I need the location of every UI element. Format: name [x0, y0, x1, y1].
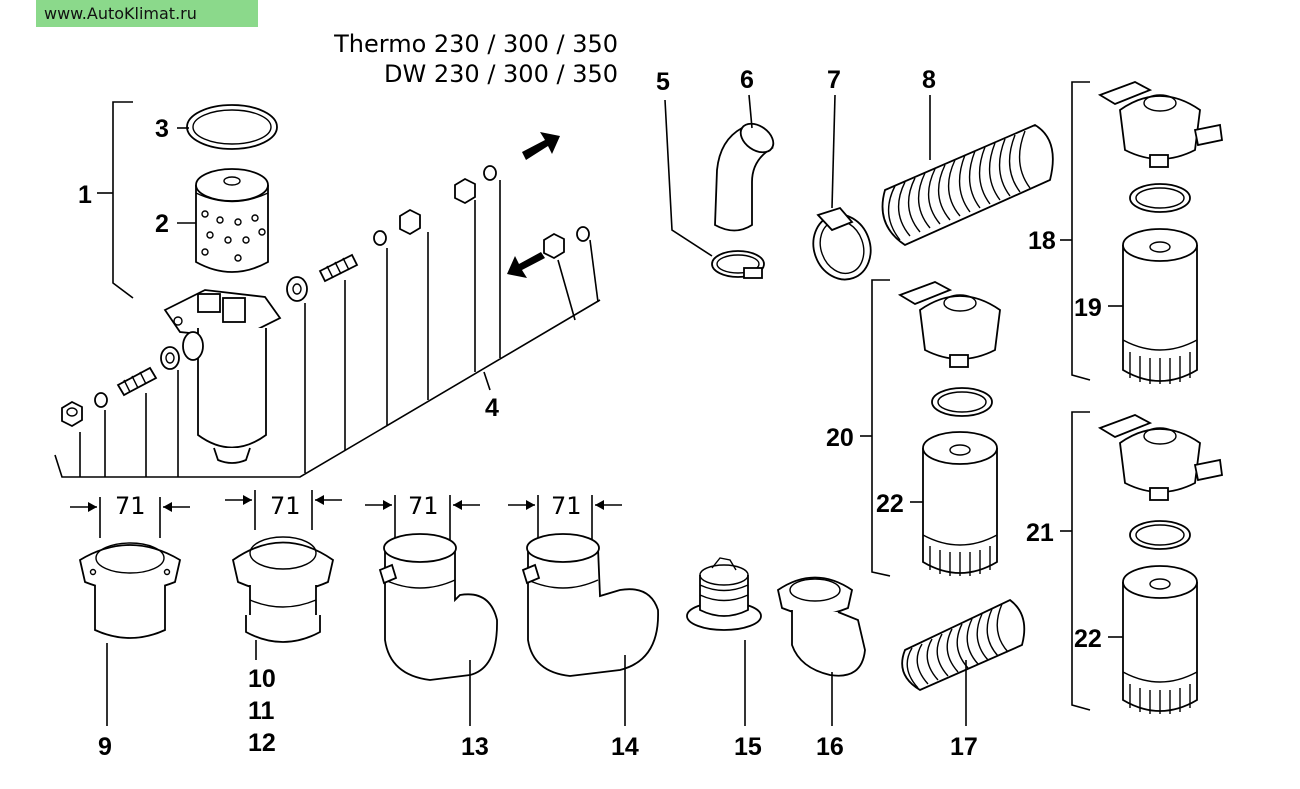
elbow-adapter-part [776, 576, 866, 677]
filter-cartridge-22a-part [922, 431, 998, 576]
flange-part-10 [231, 536, 335, 643]
hose-clamp-large-part [812, 206, 872, 281]
fuel-filter-top-part [1097, 81, 1224, 168]
spring-cap-part [686, 557, 762, 631]
corrugated-hose-small-part [901, 598, 1026, 692]
dimension-2-value: 71 [270, 492, 301, 520]
label-4: 4 [485, 394, 499, 422]
seal-ring-part [186, 104, 278, 150]
dimension-2 [225, 490, 342, 530]
bracket-20 [860, 279, 891, 577]
elbow-part-14 [521, 533, 659, 677]
bent-hose-part [714, 122, 775, 232]
hose-clamp-small-part [711, 250, 765, 279]
label-9: 9 [98, 733, 112, 761]
label-18: 18 [1028, 227, 1056, 255]
label-12: 12 [248, 729, 276, 757]
flange-part-9 [78, 542, 182, 639]
filter-mid-seal-part [931, 387, 993, 417]
fittings-middle [286, 165, 590, 302]
label-11: 11 [248, 697, 275, 725]
dimension-3-value: 71 [408, 492, 439, 520]
fittings-left [61, 346, 180, 428]
label-15: 15 [734, 733, 762, 761]
filter-low-seal-part [1129, 520, 1191, 550]
dimension-1 [70, 497, 190, 538]
dimension-1-value: 71 [115, 492, 146, 520]
label-19: 19 [1074, 294, 1102, 322]
label-6: 6 [740, 66, 754, 94]
arrow-right [522, 132, 560, 160]
filter-insert-part [195, 168, 269, 273]
dimension-4-value: 71 [551, 492, 582, 520]
dimension-4 [508, 495, 622, 540]
filter-cartridge-19-part [1122, 228, 1198, 384]
label-17: 17 [950, 733, 978, 761]
arrow-left [507, 252, 545, 278]
label-2: 2 [155, 210, 169, 238]
filter-housing-part [163, 289, 282, 464]
bracket-21 [1060, 411, 1091, 711]
label-22a: 22 [876, 490, 904, 518]
label-14: 14 [611, 733, 639, 761]
site-banner[interactable]: www.AutoKlimat.ru [36, 0, 258, 27]
title-line-2: DW 230 / 300 / 350 [384, 60, 618, 88]
elbow-part-13 [378, 533, 498, 681]
filter-cartridge-22b-part [1122, 565, 1198, 714]
label-21: 21 [1026, 519, 1054, 547]
leaders-4 [54, 180, 601, 478]
label-20: 20 [826, 424, 854, 452]
label-8: 8 [922, 66, 936, 94]
label-13: 13 [461, 733, 489, 761]
label-16: 16 [816, 733, 844, 761]
label-10: 10 [248, 665, 276, 693]
fuel-filter-low-top-part [1097, 414, 1224, 501]
label-7: 7 [827, 66, 841, 94]
bracket-18 [1060, 81, 1091, 381]
title-line-1: Thermo 230 / 300 / 350 [334, 30, 618, 58]
label-5: 5 [656, 68, 670, 96]
dimension-3 [365, 495, 480, 540]
label-22b: 22 [1074, 625, 1102, 653]
bracket-1 [97, 101, 134, 299]
fuel-filter-mid-top-part [897, 281, 1001, 368]
filter-seal-part [1129, 183, 1191, 213]
corrugated-hose-part [881, 123, 1054, 247]
label-1: 1 [78, 181, 92, 209]
label-3: 3 [155, 115, 169, 143]
